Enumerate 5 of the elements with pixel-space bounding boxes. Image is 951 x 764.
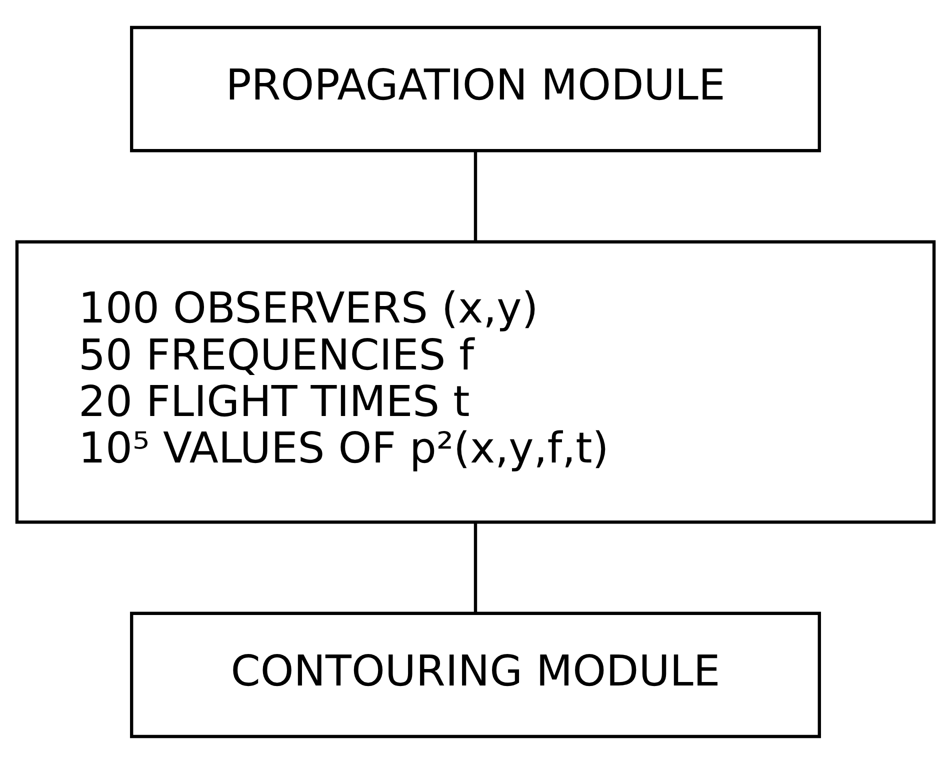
node-box: PROPAGATION MODULE <box>130 26 821 152</box>
node-box: 100 OBSERVERS (x,y) 50 FREQUENCIES f 20 FLIGHT TIMES t 10⁵ VALUES OF p²(x,y,f,t) <box>15 240 936 524</box>
connector <box>474 151 478 242</box>
connector <box>474 522 478 613</box>
node-box: CONTOURING MODULE <box>130 612 821 738</box>
